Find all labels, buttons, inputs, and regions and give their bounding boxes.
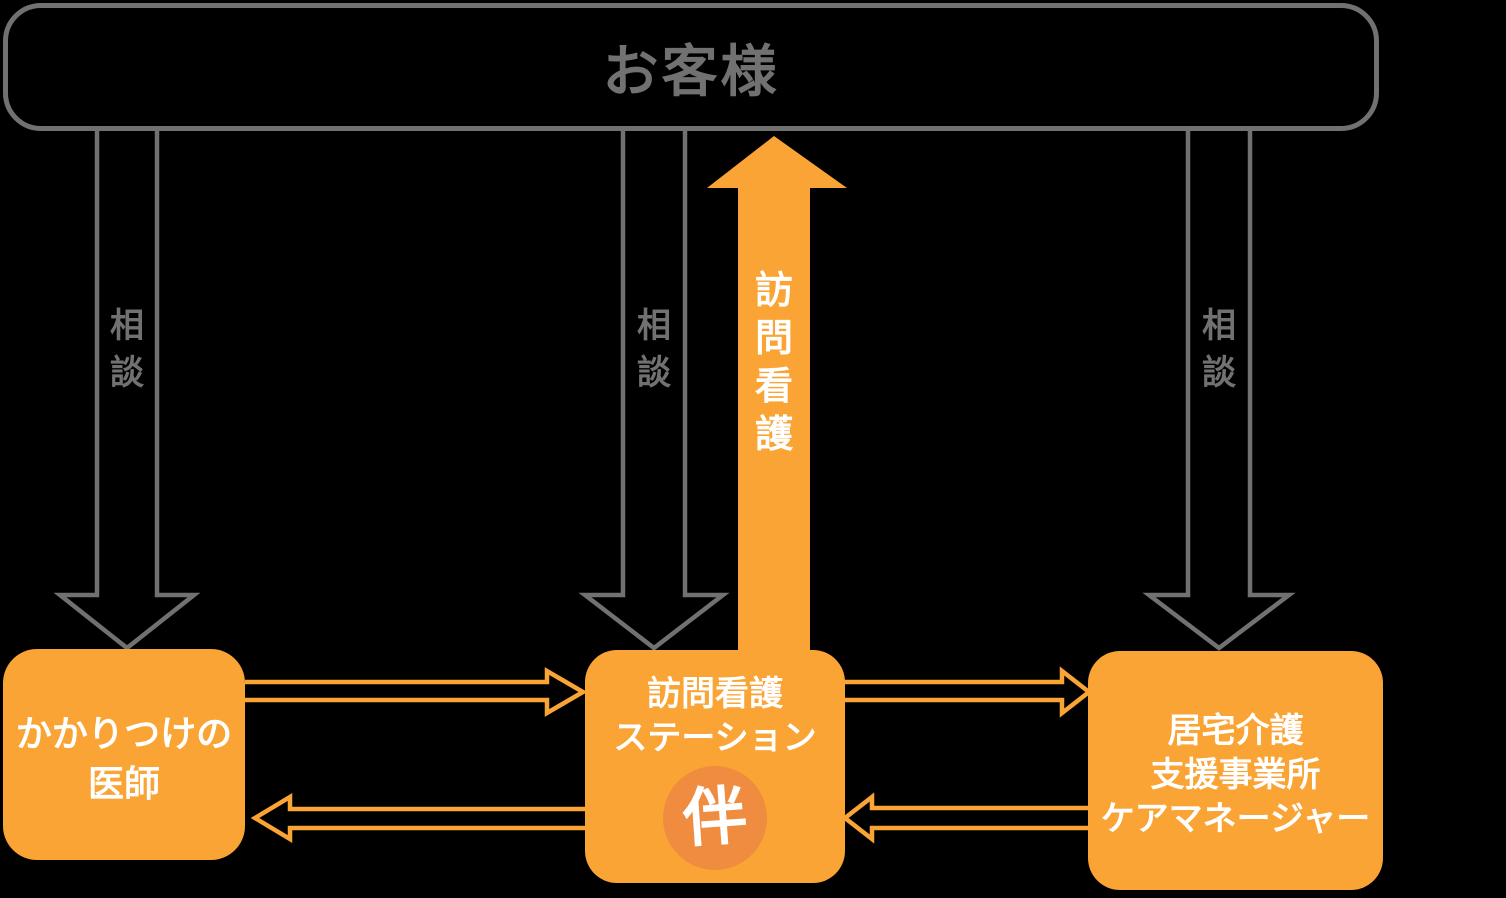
consult-arrow-to-doctor (53, 131, 201, 651)
consult-arrow-to-station (578, 131, 730, 651)
visiting-nursing-arrow (707, 136, 847, 660)
visiting-nursing-label: 訪問看護 (754, 268, 793, 456)
doctor-label-line2: 医師 (87, 763, 160, 805)
station-box: 訪問看護 ステーション 伴 (585, 650, 845, 883)
doctor-box: かかりつけの 医師 (3, 649, 245, 860)
care-manager-label-line2: 支援事業所 (1150, 754, 1321, 795)
station-to-care-manager-arrow (845, 666, 1093, 718)
station-label-line1: 訪問看護 (647, 674, 783, 714)
care-manager-label-line1: 居宅介護 (1167, 710, 1304, 751)
care-manager-to-station-arrow (841, 792, 1088, 844)
care-manager-label-line3: ケアマネージャー (1100, 798, 1371, 839)
consult-label-middle: 相談 (637, 306, 671, 393)
ban-logo-circle: 伴 (663, 766, 767, 870)
customer-label: お客様 (602, 39, 780, 105)
consult-label-right: 相談 (1202, 306, 1236, 393)
consult-arrow-to-care-manager (1142, 131, 1296, 651)
doctor-label-line1: かかりつけの (15, 713, 233, 755)
station-label-line2: ステーション (613, 718, 817, 758)
ban-logo-character: 伴 (680, 777, 750, 858)
customer-box: お客様 (3, 3, 1379, 131)
station-to-doctor-arrow (250, 793, 585, 843)
care-manager-box: 居宅介護 支援事業所 ケアマネージャー (1088, 651, 1383, 890)
doctor-to-station-arrow (245, 667, 588, 717)
consult-label-left: 相談 (110, 306, 144, 393)
